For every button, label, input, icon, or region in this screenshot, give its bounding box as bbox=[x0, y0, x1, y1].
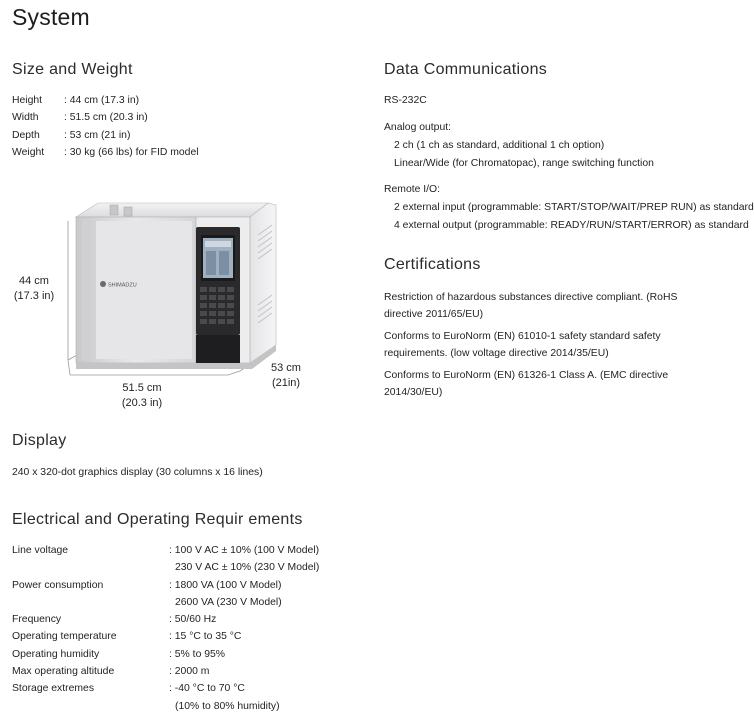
spec-label: Power consumption bbox=[12, 579, 104, 591]
table-row: Frequency : 50/60 Hz bbox=[12, 611, 319, 628]
page-title: System bbox=[12, 4, 90, 30]
table-row: Width : 51.5 cm (20.3 in) bbox=[12, 109, 199, 126]
spec-value: : 50/60 Hz bbox=[169, 614, 217, 626]
data-comm-heading: Data Communications bbox=[384, 61, 548, 78]
gc-instrument: SHIMADZU bbox=[74, 202, 277, 369]
spec-label: Frequency bbox=[12, 614, 62, 626]
spec-value: : 30 kg (66 lbs) for FID model bbox=[64, 146, 199, 158]
instrument-figure: SHIMADZU bbox=[67, 202, 277, 376]
certification-item: Restriction of hazardous substances dire… bbox=[384, 292, 678, 320]
width-dimension-label: 51.5 cm (20.3 in) bbox=[110, 381, 174, 411]
analog-output-line-2: Linear/Wide (for Chromatopac), range swi… bbox=[394, 158, 654, 169]
spec-value: : 2000 m bbox=[169, 666, 210, 678]
display-heading: Display bbox=[12, 432, 67, 449]
certification-item: Conforms to EuroNorm (EN) 61326-1 Class … bbox=[384, 370, 669, 398]
table-row: Line voltage : 100 V AC ± 10% (100 V Mod… bbox=[12, 542, 319, 577]
brand-text: SHIMADZU bbox=[108, 283, 137, 289]
spec-label: Width bbox=[12, 112, 39, 124]
spec-label: Max operating altitude bbox=[12, 666, 115, 678]
keypad bbox=[200, 287, 234, 324]
spec-value: : 15 °C to 35 °C bbox=[169, 631, 242, 643]
remote-io-label: Remote I/O: bbox=[384, 184, 441, 195]
spec-label: Storage extremes bbox=[12, 683, 95, 695]
size-weight-heading: Size and Weight bbox=[12, 61, 133, 78]
spec-value: : -40 °C to 70 °C(10% to 80% humidity) bbox=[169, 683, 280, 712]
spec-label: Height bbox=[12, 95, 43, 106]
width-label-in: (20.3 in) bbox=[121, 397, 163, 409]
table-row: Depth : 53 cm (21 in) bbox=[12, 127, 199, 144]
spec-value: : 51.5 cm (20.3 in) bbox=[64, 112, 148, 124]
spec-value: : 44 cm (17.3 in) bbox=[64, 95, 140, 106]
table-row: Operating humidity : 5% to 95% bbox=[12, 646, 319, 663]
height-label-in: (17.3 in) bbox=[13, 290, 55, 302]
table-row: Power consumption : 1800 VA (100 V Model… bbox=[12, 577, 319, 612]
depth-dimension-label: 53 cm (21in) bbox=[262, 361, 310, 391]
depth-label-cm: 53 cm bbox=[271, 362, 301, 374]
certification-item: Conforms to EuroNorm (EN) 61010-1 safety… bbox=[384, 331, 661, 359]
certifications-heading: Certifications bbox=[384, 256, 481, 273]
table-row: Max operating altitude : 2000 m bbox=[12, 663, 319, 680]
spec-label: Operating temperature bbox=[12, 631, 117, 643]
spec-value: : 1800 VA (100 V Model)2600 VA (230 V Mo… bbox=[169, 579, 282, 608]
brand-logo-icon bbox=[100, 281, 106, 287]
width-label-cm: 51.5 cm bbox=[122, 382, 162, 394]
size-weight-table: Height : 44 cm (17.3 in) Width : 51.5 cm… bbox=[12, 92, 199, 161]
spec-label: Line voltage bbox=[12, 545, 69, 556]
spec-value: : 53 cm (21 in) bbox=[64, 129, 131, 141]
spec-label: Depth bbox=[12, 129, 40, 141]
table-row: Storage extremes : -40 °C to 70 °C(10% t… bbox=[12, 680, 319, 715]
remote-io-line-2: 4 external output (programmable: READY/R… bbox=[394, 220, 749, 231]
electrical-table: Line voltage : 100 V AC ± 10% (100 V Mod… bbox=[12, 542, 319, 715]
spec-value: : 100 V AC ± 10% (100 V Model)230 V AC ±… bbox=[169, 545, 320, 574]
analog-output-line-1: 2 ch (1 ch as standard, additional 1 ch … bbox=[394, 140, 605, 151]
electrical-heading: Electrical and Operating Requir ements bbox=[12, 511, 303, 528]
depth-label-in: (21in) bbox=[271, 377, 301, 389]
rs232-text: RS-232C bbox=[384, 95, 427, 106]
table-row: Operating temperature : 15 °C to 35 °C bbox=[12, 628, 319, 645]
display-text: 240 x 320-dot graphics display (30 colum… bbox=[12, 467, 263, 478]
spec-label: Weight bbox=[12, 146, 45, 158]
height-dimension-label: 44 cm (17.3 in) bbox=[9, 274, 59, 304]
remote-io-line-1: 2 external input (programmable: START/ST… bbox=[394, 202, 754, 213]
table-row: Height : 44 cm (17.3 in) bbox=[12, 92, 199, 109]
spec-label: Operating humidity bbox=[12, 648, 100, 660]
spec-value: : 5% to 95% bbox=[169, 648, 226, 660]
height-label-cm: 44 cm bbox=[19, 275, 49, 287]
analog-output-label: Analog output: bbox=[384, 122, 452, 133]
table-row: Weight : 30 kg (66 lbs) for FID model bbox=[12, 144, 199, 161]
